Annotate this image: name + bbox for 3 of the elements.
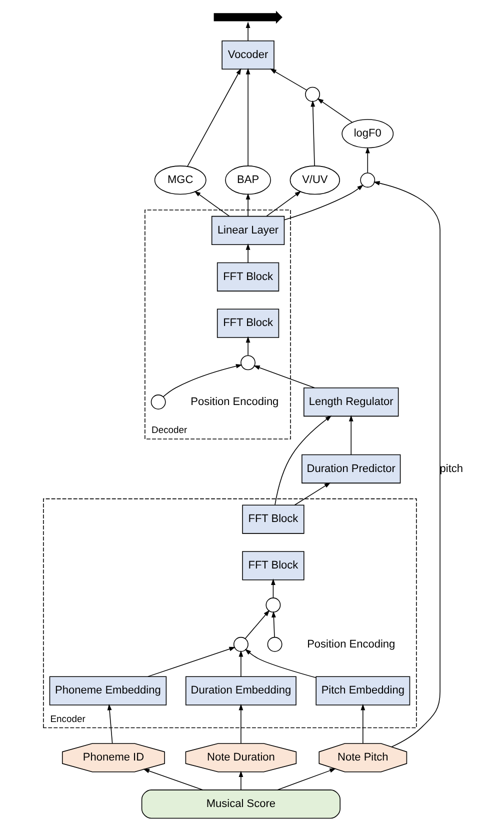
edge-label: pitch: [440, 462, 464, 475]
node-label: Position Encoding: [190, 396, 279, 408]
node-label: Position Encoding: [307, 638, 396, 650]
